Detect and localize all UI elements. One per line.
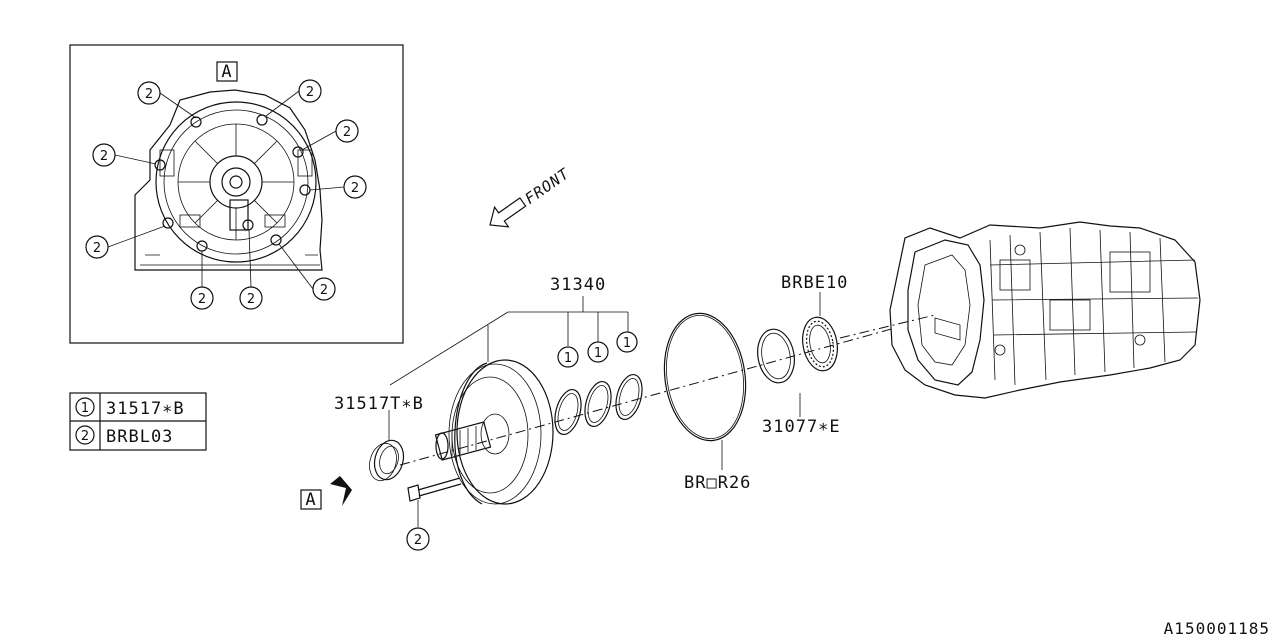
callout-2-left-lower — [85, 235, 109, 259]
legend-marker-2 — [75, 425, 95, 445]
assembly-centerline — [399, 327, 896, 466]
label-oil-seal: 31517T∗B — [334, 394, 424, 414]
view-direction-arrow-icon — [330, 476, 352, 506]
callout-2-bottom-middle — [239, 286, 263, 310]
svg-text:2: 2 — [247, 292, 255, 307]
legend-table: 1 31517∗B 2 BRBL03 — [69, 392, 207, 451]
label-o-ring: BR□R26 — [684, 473, 751, 493]
transmission-case — [889, 221, 1201, 399]
front-indicator: FRONT — [489, 164, 573, 228]
needle-bearing: BRBE10 — [781, 273, 848, 372]
callout-2-right-middle — [343, 175, 367, 199]
seal-rings: 1 1 1 — [554, 331, 643, 436]
legend-part-brbl03: BRBL03 — [106, 427, 173, 447]
svg-text:2: 2 — [81, 429, 89, 444]
svg-text:2: 2 — [343, 125, 351, 140]
detail-view-a: A — [69, 44, 404, 344]
svg-text:2: 2 — [414, 533, 422, 548]
detail-callouts: 2 2 2 2 2 2 2 2 2 — [85, 79, 367, 310]
callout-2-left-upper — [92, 143, 116, 167]
svg-text:2: 2 — [351, 181, 359, 196]
callout-2-top-right — [298, 79, 322, 103]
callout-1-ring-c — [616, 331, 638, 353]
svg-text:1: 1 — [81, 401, 89, 416]
svg-text:2: 2 — [198, 292, 206, 307]
view-arrow-label: A — [305, 490, 316, 510]
svg-text:2: 2 — [145, 87, 153, 102]
svg-text:2: 2 — [306, 85, 314, 100]
svg-text:2: 2 — [93, 241, 101, 256]
thrust-washer: 31077∗E — [757, 328, 841, 437]
callout-2-bottom-left — [190, 286, 214, 310]
svg-text:2: 2 — [320, 283, 328, 298]
label-thrust-washer: 31077∗E — [762, 417, 841, 437]
callout-2-bolt — [406, 527, 430, 551]
pump-housing-front-drawing — [134, 89, 323, 271]
front-label: FRONT — [521, 164, 572, 208]
callout-1-ring-a — [557, 346, 579, 368]
oil-pump-leader: 31340 — [389, 275, 629, 386]
callout-2-right-upper — [335, 119, 359, 143]
detail-view-label: A — [221, 62, 232, 82]
svg-text:2: 2 — [100, 149, 108, 164]
callout-1-ring-b — [587, 341, 609, 363]
label-oil-pump: 31340 — [550, 275, 606, 295]
legend-part-31517-b: 31517∗B — [106, 399, 185, 419]
detail-view-label-box — [216, 61, 238, 82]
label-bearing: BRBE10 — [781, 273, 848, 293]
oil-pump-assembly: 2 — [406, 359, 554, 551]
svg-text:1: 1 — [594, 346, 602, 361]
centerline-into-case — [839, 314, 936, 339]
svg-text:1: 1 — [564, 351, 572, 366]
view-arrow-a: A — [300, 476, 352, 510]
callout-2-bottom-right — [312, 277, 336, 301]
svg-text:1: 1 — [623, 336, 631, 351]
diagram-id: A150001185 — [1164, 619, 1270, 638]
legend-marker-1 — [75, 397, 95, 417]
callout-2-top-left — [137, 81, 161, 105]
large-o-ring: BR□R26 — [663, 312, 751, 493]
oil-seal: 31517T∗B — [334, 394, 424, 482]
pump-bolt — [407, 477, 462, 527]
